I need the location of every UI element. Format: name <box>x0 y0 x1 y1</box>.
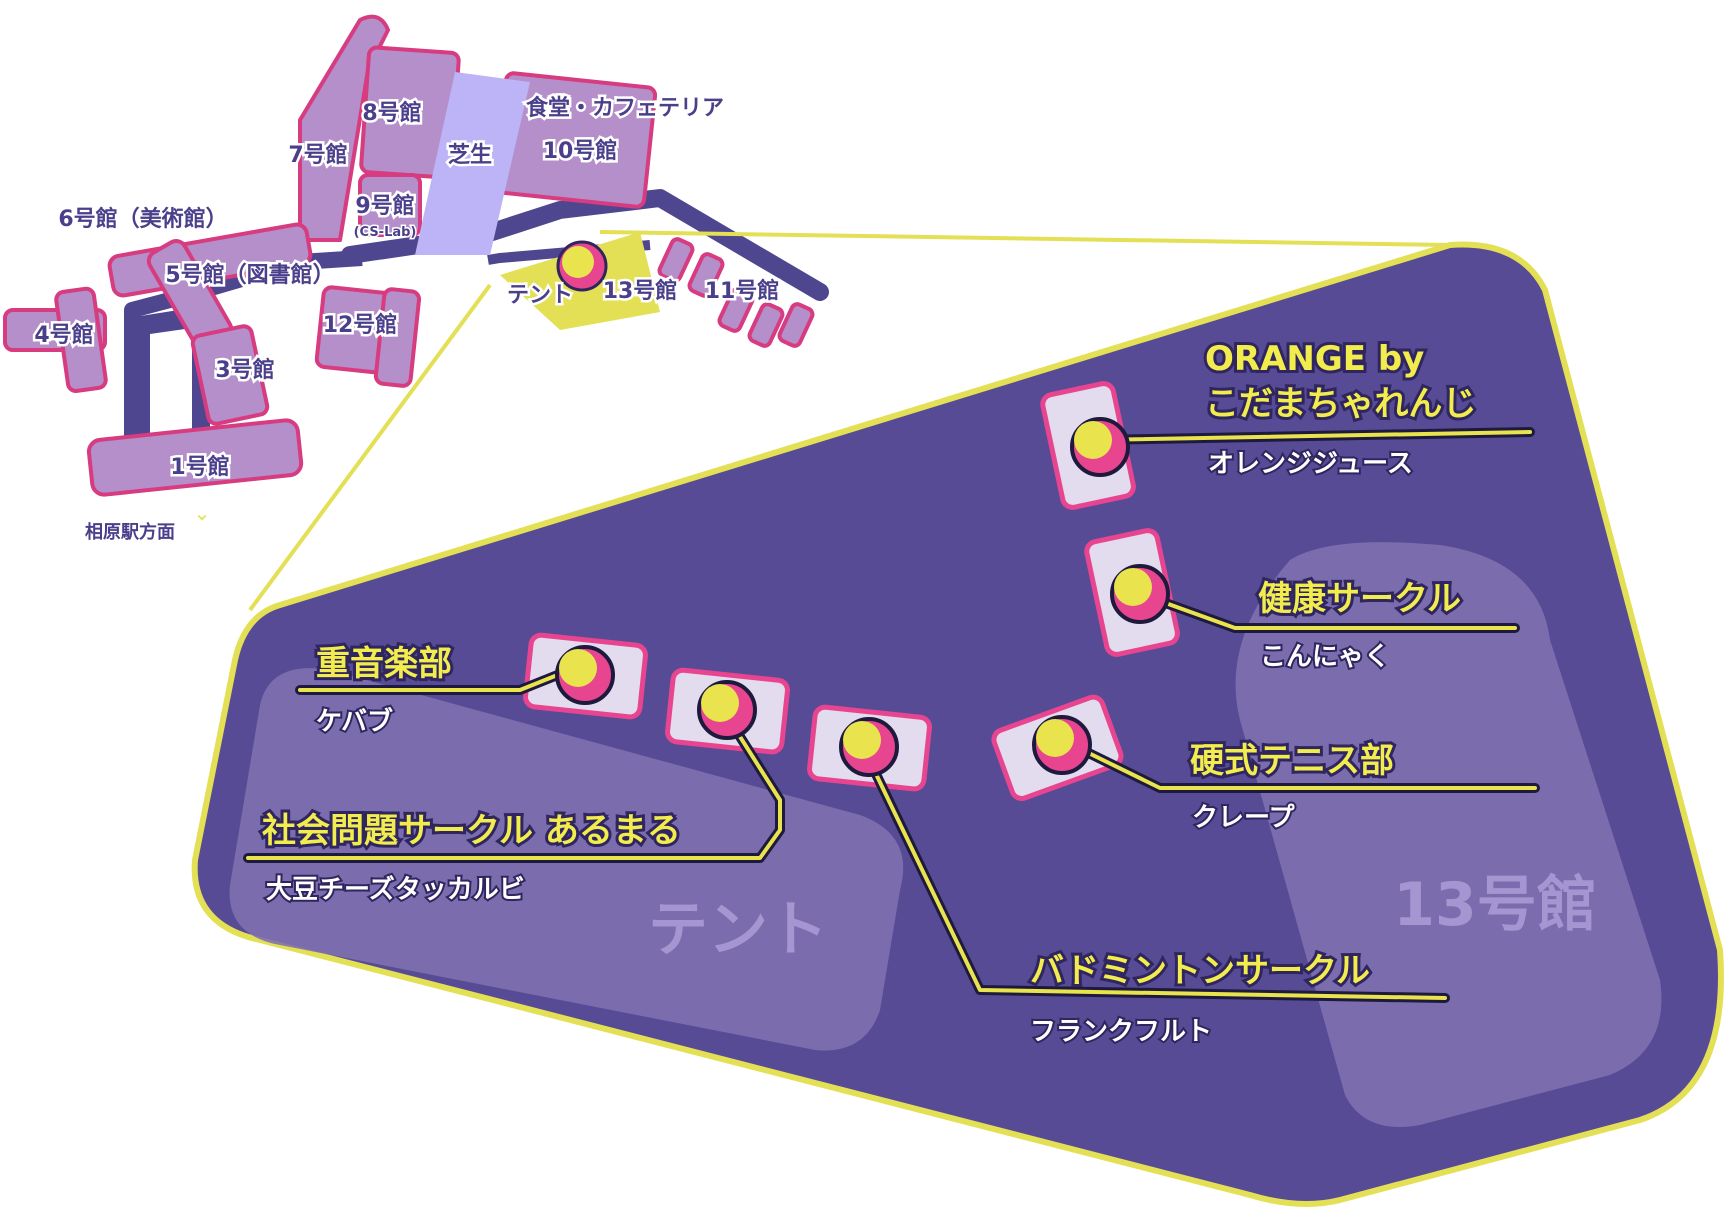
label-building-6: 6号館（美術館） <box>58 206 227 232</box>
booth-marker-1-icon <box>555 645 615 705</box>
label-building-3: 3号館 <box>215 357 274 383</box>
building-11b <box>687 252 725 298</box>
building-1 <box>86 418 304 497</box>
booth-4-food: オレンジジュース <box>1208 449 1413 479</box>
label-area-building-13: 13号館 <box>1393 870 1597 940</box>
booth-marker-4-icon <box>1070 417 1130 477</box>
building-9 <box>358 173 422 237</box>
label-building-9-sub: (CS-Lab) <box>354 225 417 240</box>
label-building-10: 10号館 <box>543 138 618 164</box>
booth-1-circle: 重音楽部 <box>316 644 452 684</box>
booth-marker-5-icon <box>1110 564 1170 624</box>
lawn <box>415 72 530 255</box>
leader-line-5 <box>1133 590 1517 630</box>
leader-line-1 <box>298 668 572 692</box>
label-direction: 相原駅方面 <box>85 521 175 543</box>
road-loop <box>128 305 210 440</box>
label-building-12: 12号館 <box>323 312 398 338</box>
booth-2-circle: 社会問題サークル あるまる <box>262 811 681 851</box>
zoom-panel: テント 13号館 <box>191 241 1724 1207</box>
leader-line-3 <box>860 743 1447 1000</box>
direction-arrow-icon: ⌄ <box>194 501 211 525</box>
building-11d <box>747 302 785 348</box>
booth-marker-6-icon <box>1032 715 1092 775</box>
booth-4-circle-line2: こだまちゃれんじ <box>1205 384 1476 424</box>
overview-map: 8号館 7号館 芝生 食堂・カフェテリア 10号館 9号館 (CS-Lab) 6… <box>3 14 829 545</box>
building-11e <box>777 302 815 348</box>
leader-line-2 <box>246 703 782 860</box>
booth-5-food: こんにゃく <box>1260 642 1390 672</box>
booth-marker-3-icon <box>839 717 899 777</box>
booths: 重音楽部 ケバブ 社会問題サークル あるまる 大豆チーズタッカルビ バドミントン… <box>243 336 1540 1049</box>
zoom-connector-line-2 <box>248 283 492 612</box>
building-3 <box>190 324 270 426</box>
zoom-connector-line <box>599 230 1451 247</box>
booth-4-circle: ORANGE by <box>1205 339 1424 379</box>
booth-marker-2-icon <box>697 680 757 740</box>
tent-marker-inner-icon <box>562 246 594 278</box>
label-building-7: 7号館 <box>288 142 347 168</box>
booth-6-circle: 硬式テニス部 <box>1190 741 1394 781</box>
label-building-8: 8号館 <box>362 100 421 126</box>
label-building-13: 13号館 <box>603 278 678 304</box>
area-building-13 <box>1235 542 1662 1127</box>
label-building-5: 5号館（図書館） <box>165 262 334 288</box>
booth-3-circle: バドミントンサークル <box>1030 951 1370 991</box>
label-cafeteria: 食堂・カフェテリア <box>526 95 724 121</box>
label-building-1: 1号館 <box>170 454 229 480</box>
building-4b <box>54 286 108 393</box>
label-tent: テント <box>507 283 573 308</box>
leader-line-4 <box>1092 430 1532 442</box>
label-lawn: 芝生 <box>448 142 492 168</box>
booth-6-food: クレープ <box>1192 803 1295 833</box>
booth-5-circle: 健康サークル <box>1258 579 1461 619</box>
label-building-9: 9号館 <box>355 193 414 219</box>
building-11a <box>657 237 695 283</box>
label-area-tent: テント <box>648 895 828 965</box>
label-building-11: 11号館 <box>705 278 780 304</box>
building-12b <box>373 287 422 388</box>
label-building-4: 4号館 <box>34 322 93 348</box>
booth-3-food: フランクフルト <box>1030 1017 1212 1047</box>
booth-2-food: 大豆チーズタッカルビ <box>266 874 525 905</box>
booth-1-food: ケバブ <box>316 706 393 737</box>
building-11c <box>717 287 755 333</box>
leader-line-6 <box>1056 736 1537 790</box>
